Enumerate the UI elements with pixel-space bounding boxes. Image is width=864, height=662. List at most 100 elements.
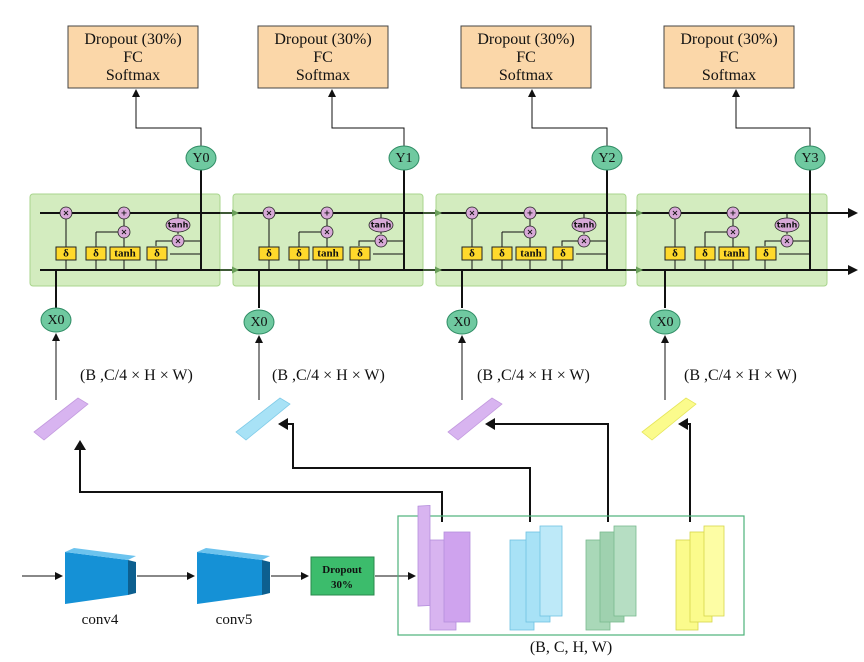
add-op: + [324, 209, 331, 218]
head-box [460, 25, 592, 89]
input-node-2 [446, 309, 478, 335]
conv4-block [65, 548, 136, 604]
add-op: + [730, 209, 737, 218]
conv5-label: conv5 [216, 612, 253, 628]
multiply-op: × [63, 209, 70, 218]
output-arrow-3 [732, 89, 811, 148]
feature-map-box [397, 515, 745, 636]
tanh-gate: tanh [317, 248, 338, 260]
head-line2: FC [516, 49, 536, 66]
tanh-op: tanh [371, 221, 392, 230]
multiply-op: × [121, 228, 128, 237]
route-line-2 [492, 423, 609, 522]
dropout-label-line1: Dropout [322, 564, 362, 576]
conv4-label: conv4 [82, 612, 119, 628]
sigma-gate: δ [154, 248, 160, 260]
head-2: Dropout (30%) FC Softmax [460, 25, 592, 89]
output-node-3 [794, 145, 826, 171]
sigma-gate: δ [763, 248, 769, 260]
add-op: + [527, 209, 534, 218]
head-line3: Softmax [296, 67, 350, 84]
feature-map-shape-label: (B, C, H, W) [530, 639, 612, 656]
sigma-gate: δ [560, 248, 566, 260]
output-node-2 [591, 145, 623, 171]
tanh-op: tanh [168, 221, 189, 230]
route-line-0 [79, 446, 443, 522]
feature-map-green [585, 525, 637, 631]
sigma-gate: δ [63, 248, 69, 260]
head-line1: Dropout (30%) [274, 31, 371, 48]
tanh-gate: tanh [520, 248, 541, 260]
multiply-op: × [527, 228, 534, 237]
shape-label-1: (B ,C/4 × H × W) [272, 367, 385, 384]
output-label-3: Y3 [801, 151, 818, 166]
head-line2: FC [719, 49, 739, 66]
head-line3: Softmax [499, 67, 553, 84]
output-label-2: Y2 [598, 151, 615, 166]
input-label-1: X0 [250, 315, 267, 330]
cell-state-arrowhead [848, 208, 858, 218]
output-label-1: Y1 [395, 151, 412, 166]
multiply-op: × [266, 209, 273, 218]
tanh-op: tanh [574, 221, 595, 230]
tanh-gate: tanh [114, 248, 135, 260]
conv5-block [197, 548, 270, 604]
feature-slice-0 [33, 397, 89, 441]
sigma-gate: δ [296, 248, 302, 260]
sigma-gate: δ [672, 248, 678, 260]
lstm-cell-internals-3: δ δ tanh δ × + × tanh × [664, 168, 811, 270]
lstm-cell-internals-1: δ δ tanh δ × + × tanh × [258, 168, 405, 270]
head-line2: FC [313, 49, 333, 66]
output-arrow-0 [132, 89, 202, 148]
feature-map-blue [509, 525, 563, 631]
sigma-gate: δ [357, 248, 363, 260]
lstm-cell-internals-0: δ δ tanh δ × + × tanh × [55, 168, 202, 270]
dropout-label-line2: 30% [331, 579, 353, 591]
output-arrow-1 [328, 89, 405, 148]
sigma-gate: δ [266, 248, 272, 260]
route-arrowhead-3 [678, 418, 688, 430]
output-node-1 [388, 145, 420, 171]
multiply-op: × [378, 237, 385, 246]
multiply-op: × [730, 228, 737, 237]
sigma-gate: δ [469, 248, 475, 260]
input-label-2: X0 [453, 315, 470, 330]
head-line3: Softmax [106, 67, 160, 84]
multiply-op: × [469, 209, 476, 218]
tanh-op: tanh [777, 221, 798, 230]
feature-map-yellow [675, 525, 725, 631]
lstm-cell-1 [232, 193, 424, 287]
input-label-3: X0 [656, 315, 673, 330]
lstm-cell-internals-2: δ δ tanh δ × + × tanh × [461, 168, 608, 270]
head-1: Dropout (30%) FC Softmax [257, 25, 389, 89]
feature-slice-2 [447, 397, 503, 441]
input-node-1 [243, 309, 275, 335]
sigma-gate: δ [499, 248, 505, 260]
output-arrow-2 [528, 89, 608, 148]
add-op: + [121, 209, 128, 218]
head-3: Dropout (30%) FC Softmax [663, 25, 795, 89]
multiply-op: × [581, 237, 588, 246]
feature-map-purple [417, 505, 471, 631]
lstm-cell-0 [29, 193, 221, 287]
route-arrowhead-1 [278, 418, 288, 430]
head-line1: Dropout (30%) [680, 31, 777, 48]
head-box [257, 25, 389, 89]
input-label-0: X0 [47, 313, 64, 328]
shape-label-0: (B ,C/4 × H × W) [80, 367, 193, 384]
sigma-gate: δ [702, 248, 708, 260]
multiply-op: × [672, 209, 679, 218]
tanh-gate: tanh [723, 248, 744, 260]
head-box [663, 25, 795, 89]
head-line1: Dropout (30%) [84, 31, 181, 48]
multiply-op: × [324, 228, 331, 237]
feature-slice-3 [641, 397, 697, 441]
shape-label-2: (B ,C/4 × H × W) [477, 367, 590, 384]
lstm-cell-3 [636, 193, 828, 287]
head-0: Dropout (30%) FC Softmax [67, 25, 199, 89]
output-node-0 [185, 145, 217, 171]
route-line-1 [285, 423, 531, 522]
lstm-cell-2 [435, 193, 627, 287]
input-node-0 [40, 307, 72, 333]
